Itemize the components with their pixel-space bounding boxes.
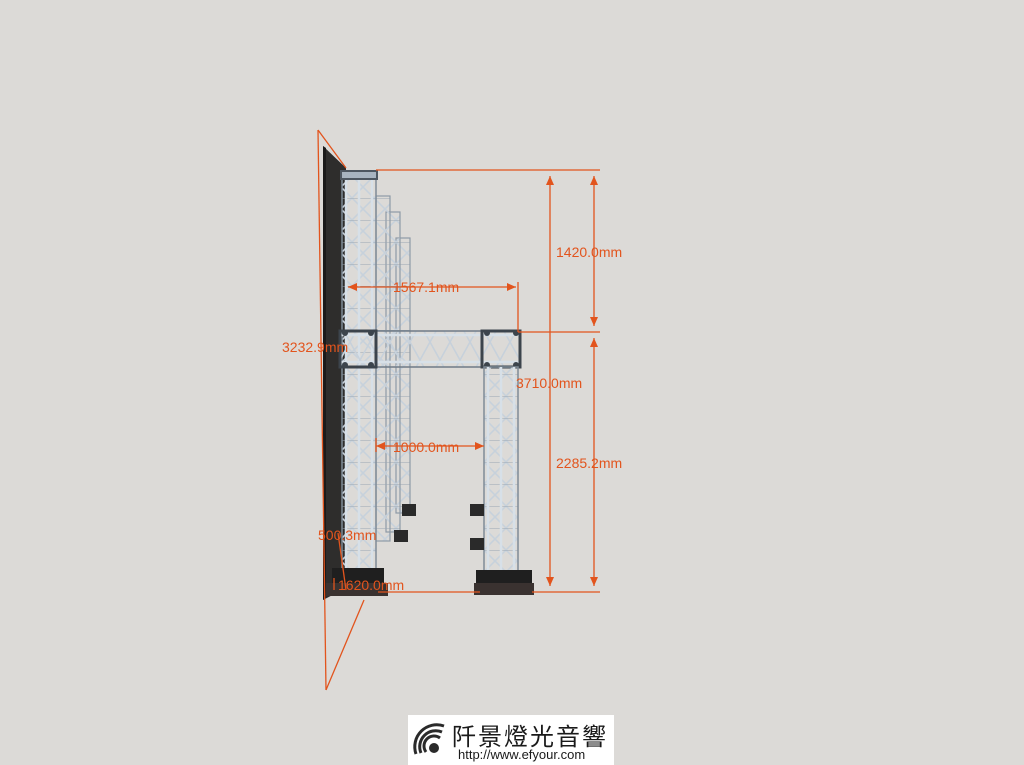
dim-label-top-height: 1420.0mm xyxy=(556,244,623,260)
dim-label-inner-width: 1000.0mm xyxy=(393,439,460,455)
dim-label-lower-height: 2285.2mm xyxy=(556,455,623,471)
sound-wave-logo-icon xyxy=(413,723,445,755)
screen-edge xyxy=(323,146,326,600)
brand-url: http://www.efyour.com xyxy=(458,747,586,762)
dim-label-depth-offset: 500.3mm xyxy=(318,527,377,543)
right-truss-tower xyxy=(483,366,519,583)
dimension-lines xyxy=(317,129,600,691)
dim-label-overall-height-left: 3232.9mm xyxy=(282,339,349,355)
brand-logo: 阡景燈光音響 http://www.efyour.com xyxy=(408,715,614,765)
brand-title: 阡景燈光音響 xyxy=(452,723,608,751)
base-plates xyxy=(326,504,534,596)
dim-label-base-width: 1620.0mm xyxy=(338,577,405,593)
led-screen xyxy=(323,146,346,600)
dim-label-truss-span: 1567.1mm xyxy=(393,279,460,295)
rear-truss-towers xyxy=(375,195,411,542)
left-truss-tower xyxy=(340,170,378,581)
dim-label-overall-height-right: 3710.0mm xyxy=(516,375,583,391)
cross-truss-beam xyxy=(338,329,522,369)
